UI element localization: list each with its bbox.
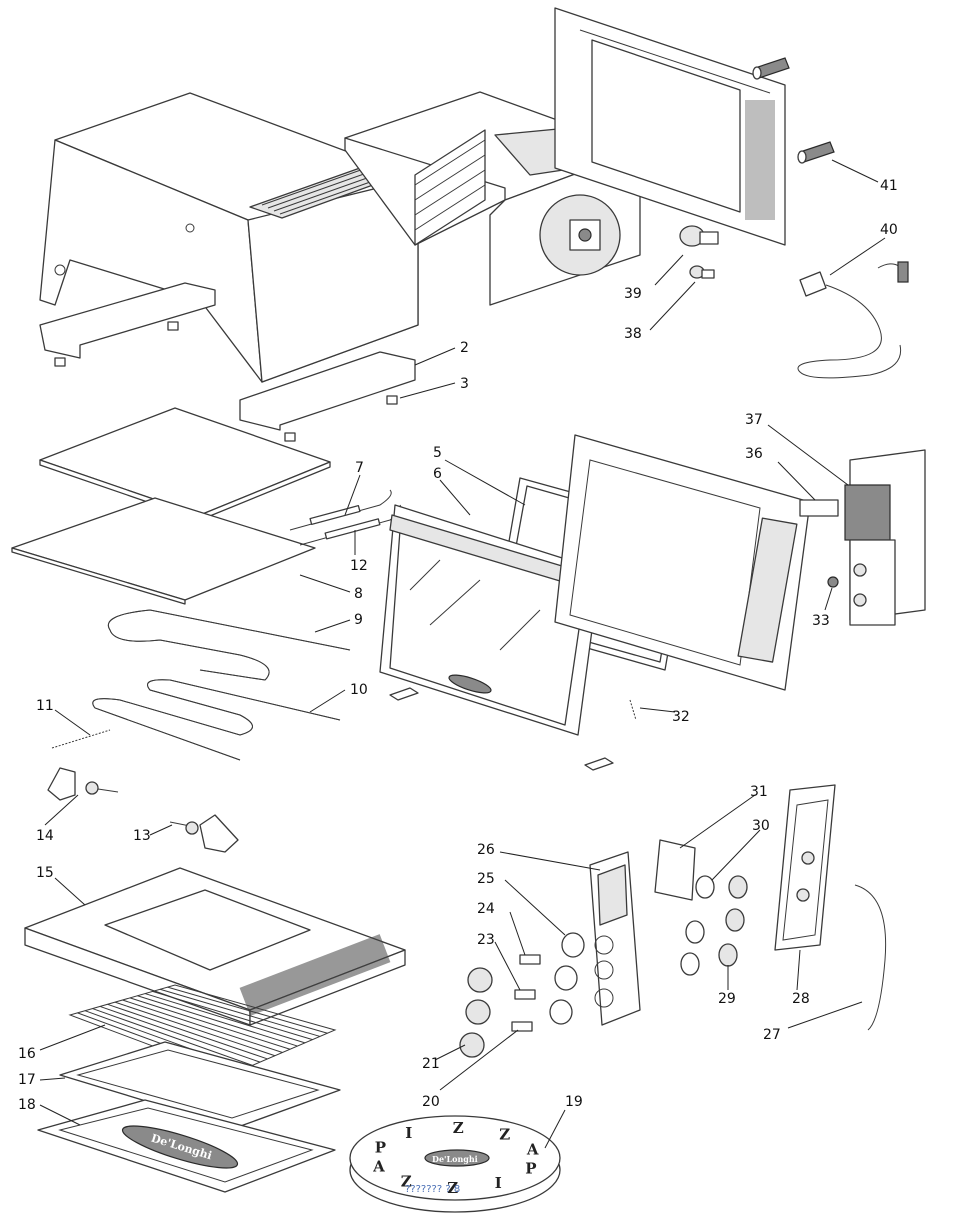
callout-40: 40 xyxy=(880,222,898,238)
callout-3: 3 xyxy=(460,376,469,392)
pizza-letter: P xyxy=(525,1159,536,1177)
standoffs xyxy=(752,57,835,164)
callout-24: 24 xyxy=(477,901,495,917)
bottom-tray xyxy=(24,867,406,1026)
pizza-letter: I xyxy=(405,1124,412,1142)
spring-32 xyxy=(629,699,637,721)
rack-wire xyxy=(137,995,298,1047)
callout-30: 30 xyxy=(752,818,770,834)
callout-16: 16 xyxy=(18,1046,36,1062)
callout-8: 8 xyxy=(354,586,363,602)
hinge-13 xyxy=(169,814,239,853)
callout-17: 17 xyxy=(18,1072,36,1088)
pizza-letter: A xyxy=(372,1157,385,1175)
callout-14: 14 xyxy=(36,828,54,844)
callout-5: 5 xyxy=(433,445,442,461)
callout-25: 25 xyxy=(477,871,495,887)
callout-21: 21 xyxy=(422,1056,440,1072)
bottom-panel xyxy=(11,497,316,605)
switch-39 xyxy=(679,225,719,247)
rack-wire xyxy=(99,1005,261,1063)
control-panel xyxy=(589,851,641,1026)
knobs-right xyxy=(680,875,748,976)
vent-grid xyxy=(745,100,775,220)
callout-26: 26 xyxy=(477,842,495,858)
callout-33: 33 xyxy=(812,613,830,629)
rack-wire xyxy=(122,999,283,1053)
callout-18: 18 xyxy=(18,1097,36,1113)
crumb-tray: De'Longhi xyxy=(37,1099,336,1193)
plates xyxy=(389,687,614,771)
callout-6: 6 xyxy=(433,466,442,482)
pizza-letter: Z xyxy=(401,1173,412,1191)
pizza-letter: A xyxy=(526,1141,539,1159)
callout-2: 2 xyxy=(460,340,469,356)
door-6 xyxy=(379,504,601,736)
control-board xyxy=(799,449,926,626)
callout-23: 23 xyxy=(477,932,495,948)
callout-27: 27 xyxy=(763,1027,781,1043)
outer-casing xyxy=(39,92,419,383)
pizza-letter: Z xyxy=(453,1119,464,1137)
spring-11 xyxy=(51,729,111,749)
switch-38 xyxy=(689,265,715,279)
callout-37: 37 xyxy=(745,412,763,428)
callout-9: 9 xyxy=(354,612,363,628)
rack-wire xyxy=(152,990,313,1041)
callout-numbers: 2 3 5 6 7 8 9 10 11 12 13 14 15 16 17 18… xyxy=(18,178,898,1113)
leader-lines xyxy=(39,159,886,1149)
wire-rack xyxy=(68,984,337,1076)
rack-wire xyxy=(107,1003,268,1060)
callout-7: 7 xyxy=(355,460,364,476)
clips-7-12 xyxy=(289,489,402,546)
rack-wire xyxy=(92,1008,253,1066)
pizza-letter: Z xyxy=(499,1125,510,1143)
callout-15: 15 xyxy=(36,865,54,881)
callout-41: 41 xyxy=(880,178,898,194)
inner-door-frame xyxy=(554,434,811,691)
callout-28: 28 xyxy=(792,991,810,1007)
pizza-stone-code: ??????? ? 8 xyxy=(405,1184,460,1195)
rack-wire xyxy=(159,988,321,1037)
callout-19: 19 xyxy=(565,1094,583,1110)
callout-38: 38 xyxy=(624,326,642,342)
callout-13: 13 xyxy=(133,828,151,844)
pizza-letter: P xyxy=(375,1139,386,1157)
top-panel xyxy=(39,407,331,521)
callout-10: 10 xyxy=(350,682,368,698)
pizza-letter: I xyxy=(495,1174,502,1192)
callout-20: 20 xyxy=(422,1094,440,1110)
callout-32: 32 xyxy=(672,709,690,725)
pizza-letter: Z xyxy=(447,1179,458,1197)
callout-36: 36 xyxy=(745,446,763,462)
window-31 xyxy=(654,839,696,901)
callout-39: 39 xyxy=(624,286,642,302)
callout-31: 31 xyxy=(750,784,768,800)
knobs-left xyxy=(459,932,585,1058)
rack-wire xyxy=(144,993,306,1044)
rack-wire xyxy=(114,1001,276,1057)
callout-12: 12 xyxy=(350,558,368,574)
power-cord xyxy=(797,261,909,379)
control-housing xyxy=(774,784,836,951)
rack-wire xyxy=(167,986,328,1034)
heating-element-lower xyxy=(92,679,341,761)
foot-left xyxy=(39,282,216,367)
rack-wire xyxy=(129,997,291,1050)
pizza-stone-logo: De'Longhi xyxy=(432,1154,478,1164)
callout-29: 29 xyxy=(718,991,736,1007)
heating-element-upper xyxy=(107,609,351,681)
back-panel xyxy=(554,7,786,246)
foot-right xyxy=(239,351,416,442)
callout-11: 11 xyxy=(36,698,54,714)
hinge-14 xyxy=(47,767,119,801)
wire-27 xyxy=(854,884,887,1031)
